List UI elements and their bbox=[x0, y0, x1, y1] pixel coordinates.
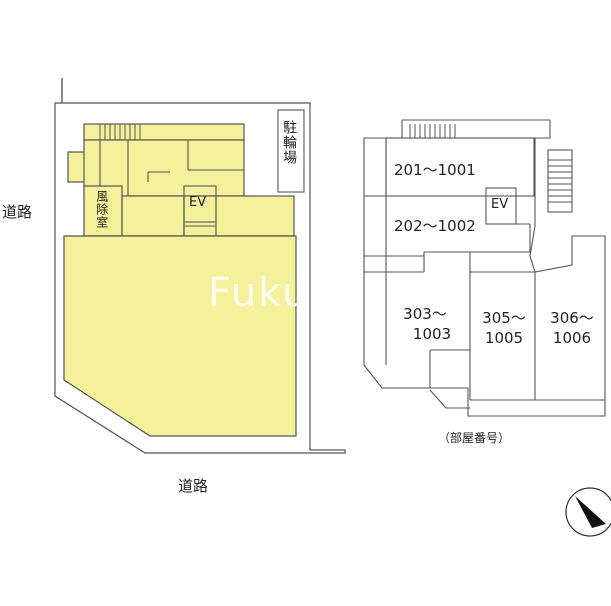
floor-plan-lines bbox=[364, 137, 605, 409]
bicycle-parking-box bbox=[277, 109, 305, 193]
unit-label-306: 306～ 1006 bbox=[540, 308, 604, 349]
site-boundary bbox=[54, 78, 346, 454]
unit-label-303-line1: 303～ bbox=[403, 305, 447, 323]
unit-label-305-line2: 1005 bbox=[484, 329, 524, 348]
floor-stairs bbox=[409, 124, 572, 203]
unit-label-303: 303～ 1003 bbox=[392, 304, 458, 345]
windbreak-room-label: 風除室 bbox=[94, 190, 109, 229]
unit-label-306-line1: 306～ bbox=[550, 309, 594, 327]
north-arrow-icon bbox=[565, 487, 611, 537]
road-label-south: 道路 bbox=[178, 477, 209, 495]
site-stairs bbox=[99, 124, 141, 140]
unit-label-305: 305～ 1005 bbox=[474, 308, 534, 349]
unit-label-202: 202～1002 bbox=[394, 217, 476, 235]
unit-label-201: 201～1001 bbox=[394, 161, 476, 179]
bicycle-parking-label: 駐輪場 bbox=[281, 120, 298, 165]
typical-floor-plan bbox=[363, 119, 606, 417]
ev-label-floor: EV bbox=[491, 197, 509, 212]
unit-label-306-line2: 1006 bbox=[552, 329, 592, 348]
road-label-west: 道路 bbox=[2, 203, 33, 221]
floor-plan-caption: （部屋番号） bbox=[438, 431, 511, 445]
unit-label-303-line2: 1003 bbox=[412, 325, 452, 344]
watermark: Fuku... bbox=[208, 270, 354, 316]
building-interior-lines bbox=[99, 140, 294, 236]
unit-label-305-line1: 305～ bbox=[482, 309, 526, 327]
ev-label-site: EV bbox=[189, 195, 207, 210]
building-footprint bbox=[63, 123, 297, 437]
